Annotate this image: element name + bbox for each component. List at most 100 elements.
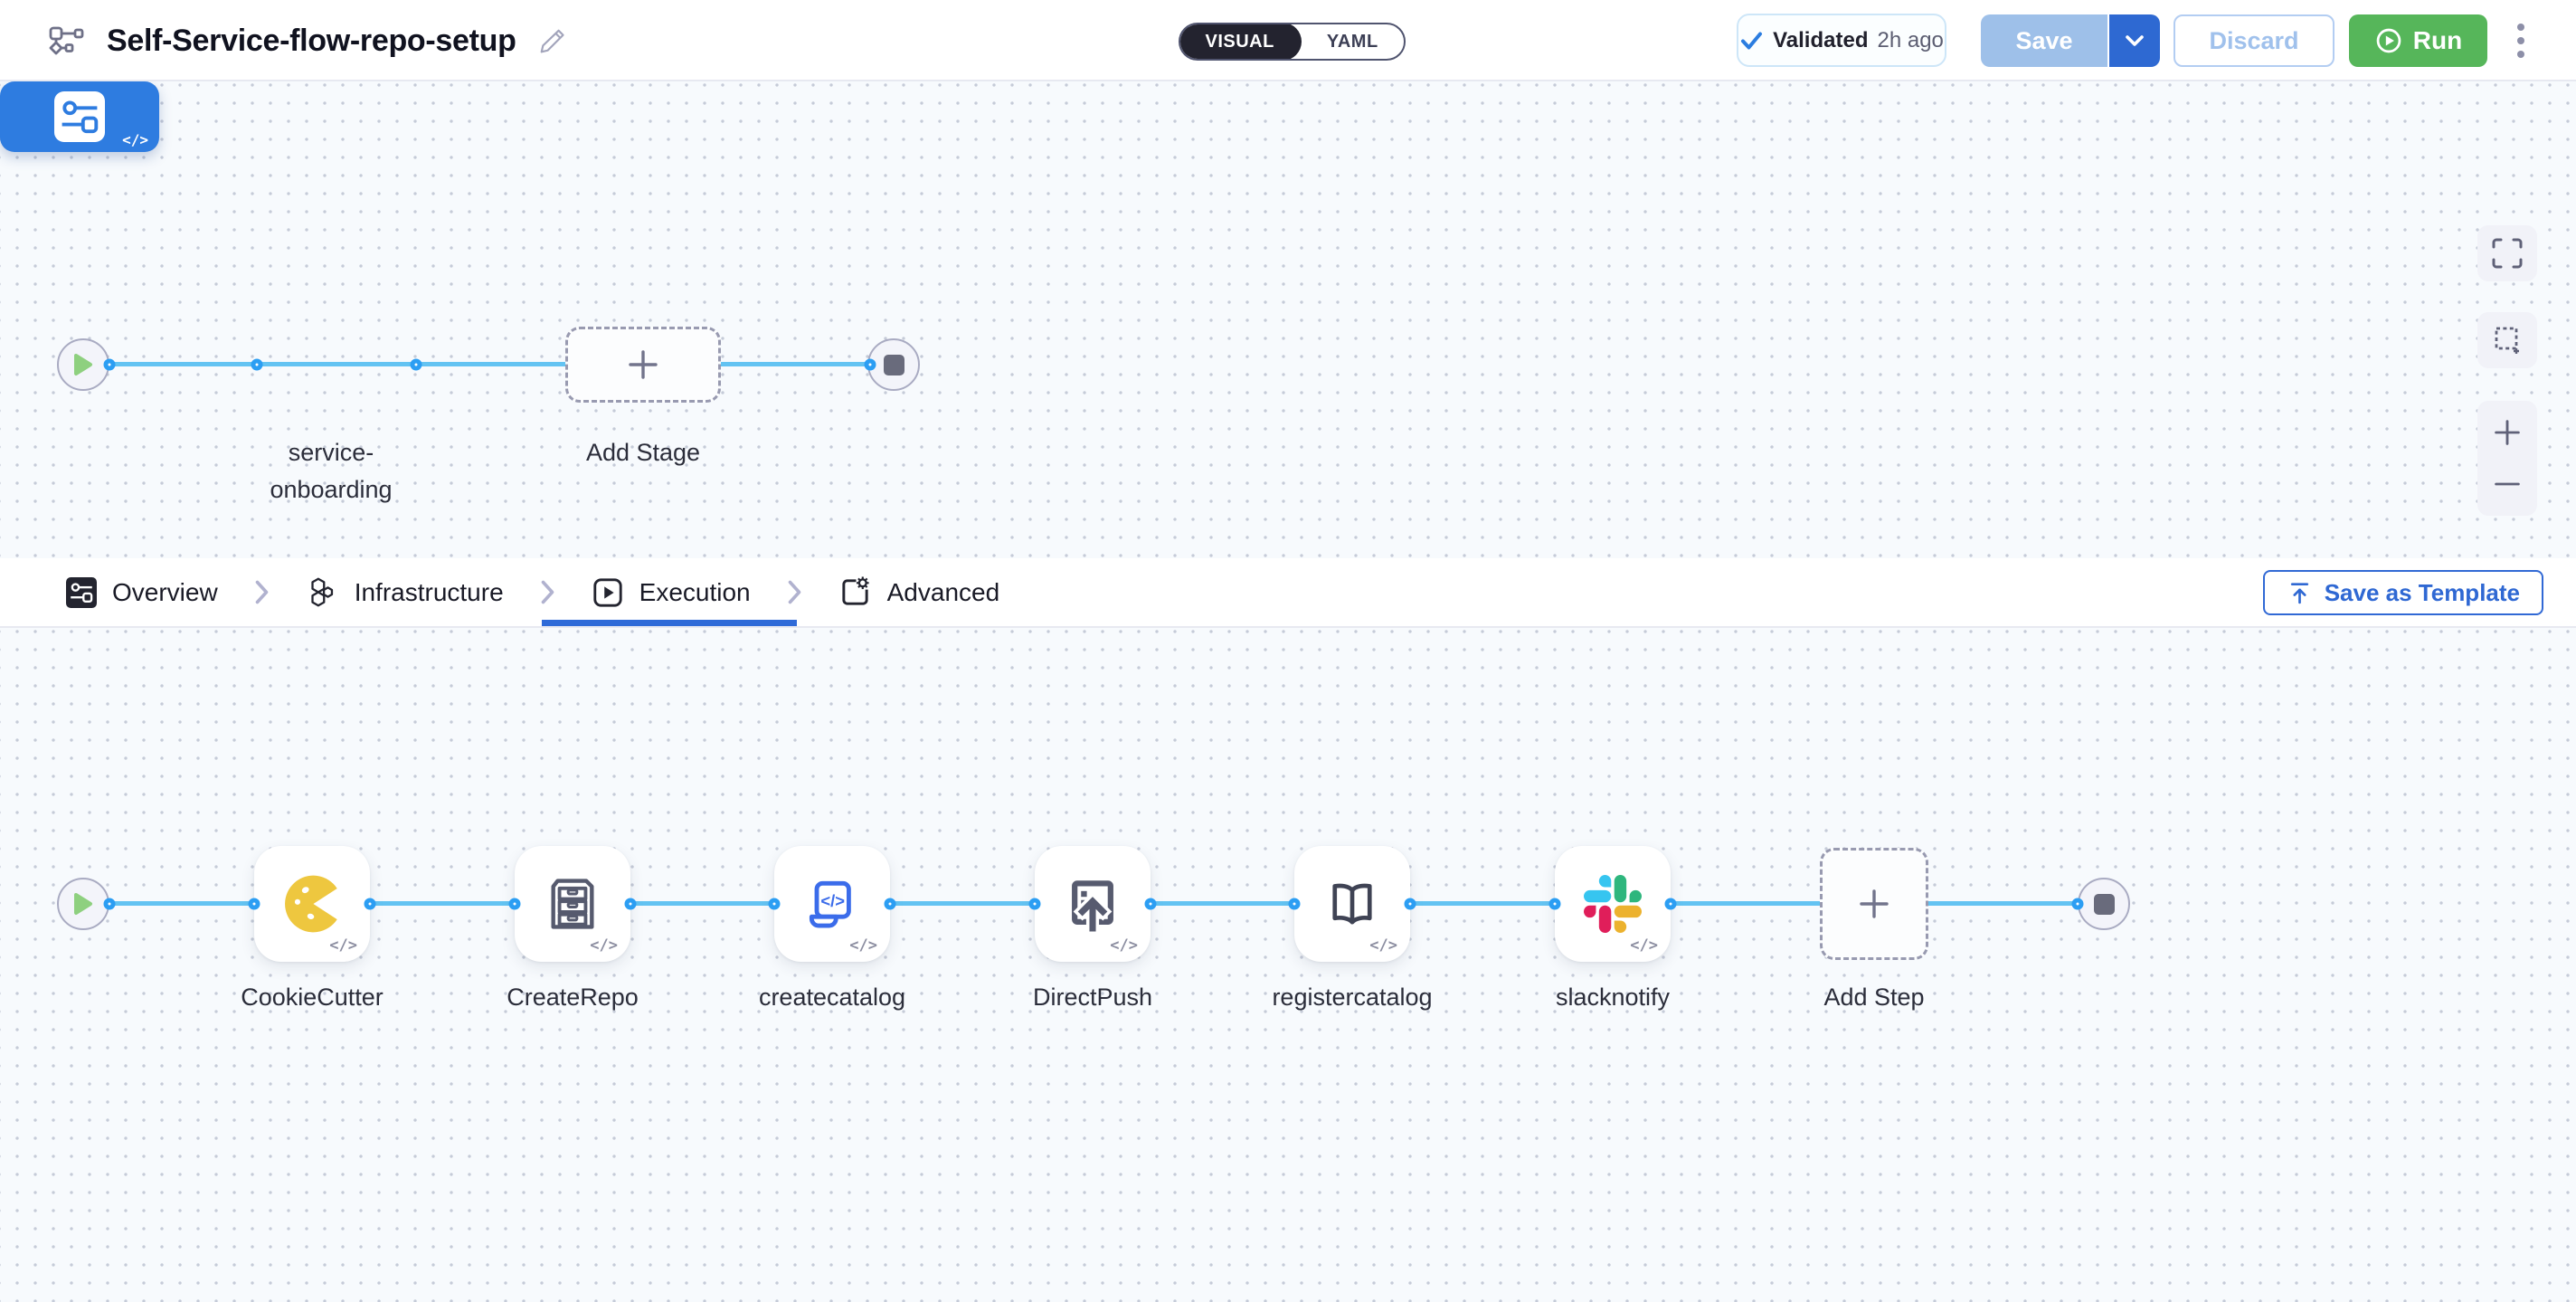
toggle-yaml[interactable]: YAML (1326, 31, 1378, 52)
stage-overview-icon (66, 576, 97, 608)
step-card-slacknotify[interactable]: </> (1555, 846, 1671, 962)
chevron-right-icon (539, 578, 556, 606)
code-script-icon: </> (801, 873, 863, 935)
cookiecutter-icon (280, 872, 344, 936)
tab-label: Infrastructure (354, 577, 504, 606)
validated-time: 2h ago (1877, 27, 1944, 52)
slack-icon (1584, 875, 1642, 933)
step-card-directpush[interactable]: </> (1035, 846, 1151, 962)
edge-port[interactable] (248, 898, 260, 910)
repo-drawers-icon (543, 874, 602, 934)
start-play-icon (74, 893, 92, 915)
fit-to-screen-button[interactable] (2477, 225, 2537, 281)
stage-label: service- onboarding (270, 439, 393, 503)
edge-port[interactable] (251, 358, 263, 371)
marquee-select-button[interactable] (2477, 312, 2537, 368)
edge-port[interactable] (1144, 898, 1157, 910)
header-title-group: Self-Service-flow-repo-setup (47, 0, 567, 81)
tab-execution[interactable]: Execution (541, 558, 797, 626)
validated-label: Validated (1773, 27, 1869, 52)
edge-port[interactable] (768, 898, 781, 910)
pipeline-end-node[interactable] (867, 338, 920, 391)
discard-button[interactable]: Discard (2174, 14, 2334, 67)
stop-icon (883, 354, 904, 375)
tab-advanced[interactable]: Advanced (838, 558, 999, 626)
run-play-icon (2374, 26, 2403, 55)
header: Self-Service-flow-repo-setup VISUAL YAML… (0, 0, 2576, 81)
add-step-button[interactable] (1820, 848, 1928, 960)
execution-step-canvas[interactable]: </>CookieCutter</>CreateRepo</></>create… (0, 628, 2576, 1302)
tab-label: Execution (639, 577, 751, 606)
edge-port[interactable] (624, 898, 637, 910)
more-options-button[interactable] (2507, 19, 2534, 62)
step-card-cookiecutter[interactable]: </> (254, 846, 370, 962)
edge-port[interactable] (1404, 898, 1416, 910)
save-as-template-label: Save as Template (2324, 578, 2520, 606)
edge-port[interactable] (410, 358, 422, 371)
svg-text:</>: </> (820, 891, 845, 910)
check-icon (1739, 30, 1764, 52)
pipeline-start-node[interactable] (57, 338, 109, 391)
run-label: Run (2412, 26, 2463, 54)
stage-flow-edge (109, 362, 870, 366)
validated-badge[interactable]: Validated 2h ago (1737, 14, 1946, 67)
add-stage-label: Add Stage (585, 439, 701, 466)
stage-canvas[interactable]: </> service- onboarding Add Stage (0, 81, 2576, 558)
selection-box-icon (2495, 327, 2519, 354)
save-split-button: Save (1981, 14, 2160, 67)
fullscreen-icon (2492, 238, 2523, 269)
chevron-right-icon (253, 578, 270, 606)
canvas-controls (2477, 225, 2537, 516)
chevron-right-icon (786, 578, 803, 606)
edge-port[interactable] (2071, 898, 2084, 910)
edge-port[interactable] (364, 898, 376, 910)
tab-infrastructure[interactable]: Infrastructure (306, 558, 504, 626)
tab-overview[interactable]: Overview (66, 558, 218, 626)
tab-label: Overview (112, 577, 218, 606)
edge-port[interactable] (103, 898, 116, 910)
step-card-registercatalog[interactable]: </> (1294, 846, 1410, 962)
step-code-badge: </> (329, 936, 357, 955)
zoom-out-button[interactable] (2490, 467, 2524, 501)
edge-port[interactable] (1028, 898, 1041, 910)
advanced-settings-icon (838, 575, 872, 609)
stage-node-service-onboarding[interactable]: </> (0, 81, 159, 152)
visual-yaml-toggle: VISUAL YAML (1179, 23, 1406, 61)
pipeline-icon (47, 21, 87, 61)
add-step-label: Add Step (1823, 984, 1925, 1011)
step-code-badge: </> (1630, 936, 1658, 955)
step-card-createrepo[interactable]: </> (515, 846, 630, 962)
edit-pencil-icon[interactable] (536, 25, 567, 56)
edge-port[interactable] (1288, 898, 1301, 910)
edge-port[interactable] (508, 898, 521, 910)
upload-template-icon (2287, 580, 2313, 606)
chevron-down-icon (2123, 32, 2146, 50)
step-card-createcatalog[interactable]: </> </> (774, 846, 890, 962)
custom-stage-icon (54, 91, 105, 142)
step-label: CookieCutter (241, 984, 384, 1011)
edge-port[interactable] (1664, 898, 1677, 910)
step-label: createcatalog (758, 984, 906, 1011)
plus-icon (1860, 889, 1889, 918)
stop-icon (2093, 893, 2115, 915)
step-code-badge: </> (849, 936, 877, 955)
toggle-visual[interactable]: VISUAL (1179, 24, 1302, 59)
execution-play-icon (592, 576, 624, 609)
edge-port[interactable] (103, 358, 116, 371)
edge-port[interactable] (1548, 898, 1561, 910)
zoom-in-button[interactable] (2490, 415, 2524, 450)
save-dropdown-button[interactable] (2107, 14, 2160, 67)
plus-icon (629, 350, 658, 379)
execution-end-node[interactable] (2078, 878, 2130, 930)
infrastructure-hexagons-icon (306, 575, 339, 609)
save-button[interactable]: Save (1981, 14, 2107, 67)
save-as-template-button[interactable]: Save as Template (2262, 570, 2543, 615)
execution-start-node[interactable] (57, 878, 109, 930)
direct-push-icon (1062, 873, 1123, 935)
edge-port[interactable] (864, 358, 876, 371)
tab-row: Overview Infrastructure Execution Advanced (66, 558, 999, 626)
page-title: Self-Service-flow-repo-setup (107, 23, 516, 58)
add-stage-button[interactable] (565, 327, 721, 403)
edge-port[interactable] (884, 898, 896, 910)
run-button[interactable]: Run (2349, 14, 2487, 67)
